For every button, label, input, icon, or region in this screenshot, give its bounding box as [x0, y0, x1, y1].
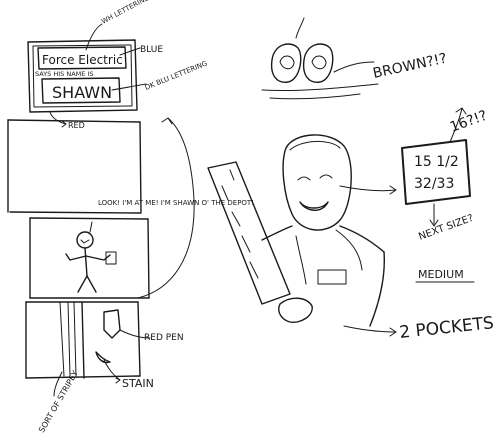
- connector-arrow: [137, 117, 195, 299]
- badge-company-text: Force Electric: [42, 53, 123, 67]
- note-red-pen: RED PEN: [144, 333, 184, 343]
- pockets-note: 2 POCKETS: [343, 313, 495, 343]
- man-sketch: [207, 134, 397, 327]
- badge-sketch: Force Electric SAYS HIS NAME IS SHAWN WH…: [27, 0, 209, 130]
- frame-2: LOOK! I'M AT ME! I'M SHAWN O' THE DEPOT!: [29, 199, 254, 299]
- note-pockets: 2 POCKETS: [398, 313, 494, 343]
- note-red: RED: [68, 121, 85, 130]
- size-neck-text: 15 1/2: [414, 154, 459, 170]
- speech-bubble-text: LOOK! I'M AT ME! I'M SHAWN O' THE DEPOT!: [98, 199, 254, 207]
- badge-name-text: SHAWN: [52, 83, 112, 102]
- note-white-lettering: WH LETTERING: [100, 0, 151, 26]
- next-size-text: NEXT SIZE?: [417, 213, 475, 243]
- frame-1: [7, 119, 142, 214]
- note-stain: STAIN: [122, 377, 154, 390]
- size-sleeve-text: 32/33: [414, 176, 454, 192]
- badge-title-text: SAYS HIS NAME IS: [35, 70, 93, 78]
- size-question-text: 16?!?: [448, 108, 489, 136]
- medium-text: MEDIUM: [418, 268, 464, 281]
- note-brown: BROWN?!?: [372, 51, 449, 82]
- note-blue: BLUE: [140, 45, 163, 55]
- note-dark-blue-lettering: DK BLU LETTERING: [144, 59, 209, 91]
- frame-3: RED PEN STAIN SORT OF STRIPEY: [25, 301, 184, 434]
- shoes-sketch: BROWN?!?: [261, 17, 449, 100]
- size-box: 15 1/2 32/33 16?!? NEXT SIZE? MEDIUM: [401, 107, 489, 283]
